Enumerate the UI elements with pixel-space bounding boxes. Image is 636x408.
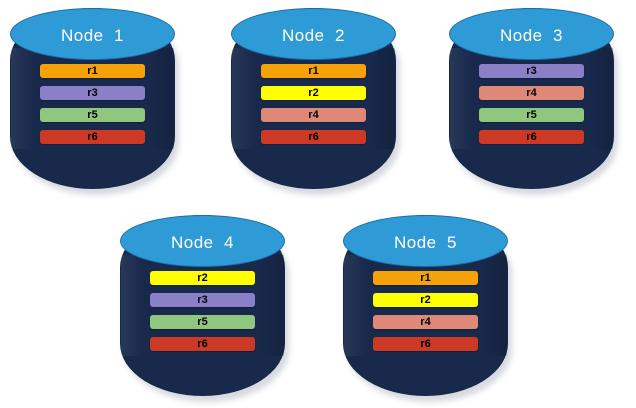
replica-bar[interactable]: r6 bbox=[150, 337, 255, 351]
node-label: Node 4 bbox=[170, 232, 235, 252]
node-label: Node 2 bbox=[281, 25, 346, 45]
node-label: Node 5 bbox=[393, 232, 458, 252]
replica-list: r3 r4 r5 r6 bbox=[479, 64, 584, 144]
replica-bar[interactable]: r5 bbox=[40, 108, 145, 122]
cylinder-top-disc: Node 4 bbox=[120, 215, 285, 267]
node-label: Node 1 bbox=[60, 25, 125, 45]
database-node-cylinder[interactable]: Node 3 r3 r4 r5 r6 bbox=[449, 8, 618, 195]
replica-bar[interactable]: r2 bbox=[373, 293, 478, 307]
replica-bar[interactable]: r1 bbox=[40, 64, 145, 78]
replica-bar[interactable]: r6 bbox=[261, 130, 366, 144]
cylinder-top-disc: Node 3 bbox=[449, 8, 614, 60]
replica-list: r1 r3 r5 r6 bbox=[40, 64, 145, 144]
replica-list: r1 r2 r4 r6 bbox=[373, 271, 478, 351]
cylinder-top-disc: Node 2 bbox=[231, 8, 396, 60]
database-node-cylinder[interactable]: Node 1 r1 r3 r5 r6 bbox=[10, 8, 179, 195]
replica-bar[interactable]: r4 bbox=[373, 315, 478, 329]
database-node-cylinder[interactable]: Node 2 r1 r2 r4 r6 bbox=[231, 8, 400, 195]
replica-bar[interactable]: r2 bbox=[150, 271, 255, 285]
cylinder-top-disc: Node 5 bbox=[343, 215, 508, 267]
replica-bar[interactable]: r6 bbox=[373, 337, 478, 351]
replica-list: r1 r2 r4 r6 bbox=[261, 64, 366, 144]
replica-bar[interactable]: r5 bbox=[479, 108, 584, 122]
replica-list: r2 r3 r5 r6 bbox=[150, 271, 255, 351]
replica-bar[interactable]: r4 bbox=[479, 86, 584, 100]
node-label: Node 3 bbox=[499, 25, 564, 45]
replica-bar[interactable]: r1 bbox=[373, 271, 478, 285]
replica-bar[interactable]: r6 bbox=[479, 130, 584, 144]
cylinder-top-disc: Node 1 bbox=[10, 8, 175, 60]
replica-bar[interactable]: r6 bbox=[40, 130, 145, 144]
replica-bar[interactable]: r1 bbox=[261, 64, 366, 78]
replica-bar[interactable]: r2 bbox=[261, 86, 366, 100]
replica-bar[interactable]: r3 bbox=[150, 293, 255, 307]
replica-bar[interactable]: r4 bbox=[261, 108, 366, 122]
replica-bar[interactable]: r5 bbox=[150, 315, 255, 329]
replica-bar[interactable]: r3 bbox=[479, 64, 584, 78]
replica-bar[interactable]: r3 bbox=[40, 86, 145, 100]
database-node-cylinder[interactable]: Node 5 r1 r2 r4 r6 bbox=[343, 215, 512, 402]
database-node-cylinder[interactable]: Node 4 r2 r3 r5 r6 bbox=[120, 215, 289, 402]
